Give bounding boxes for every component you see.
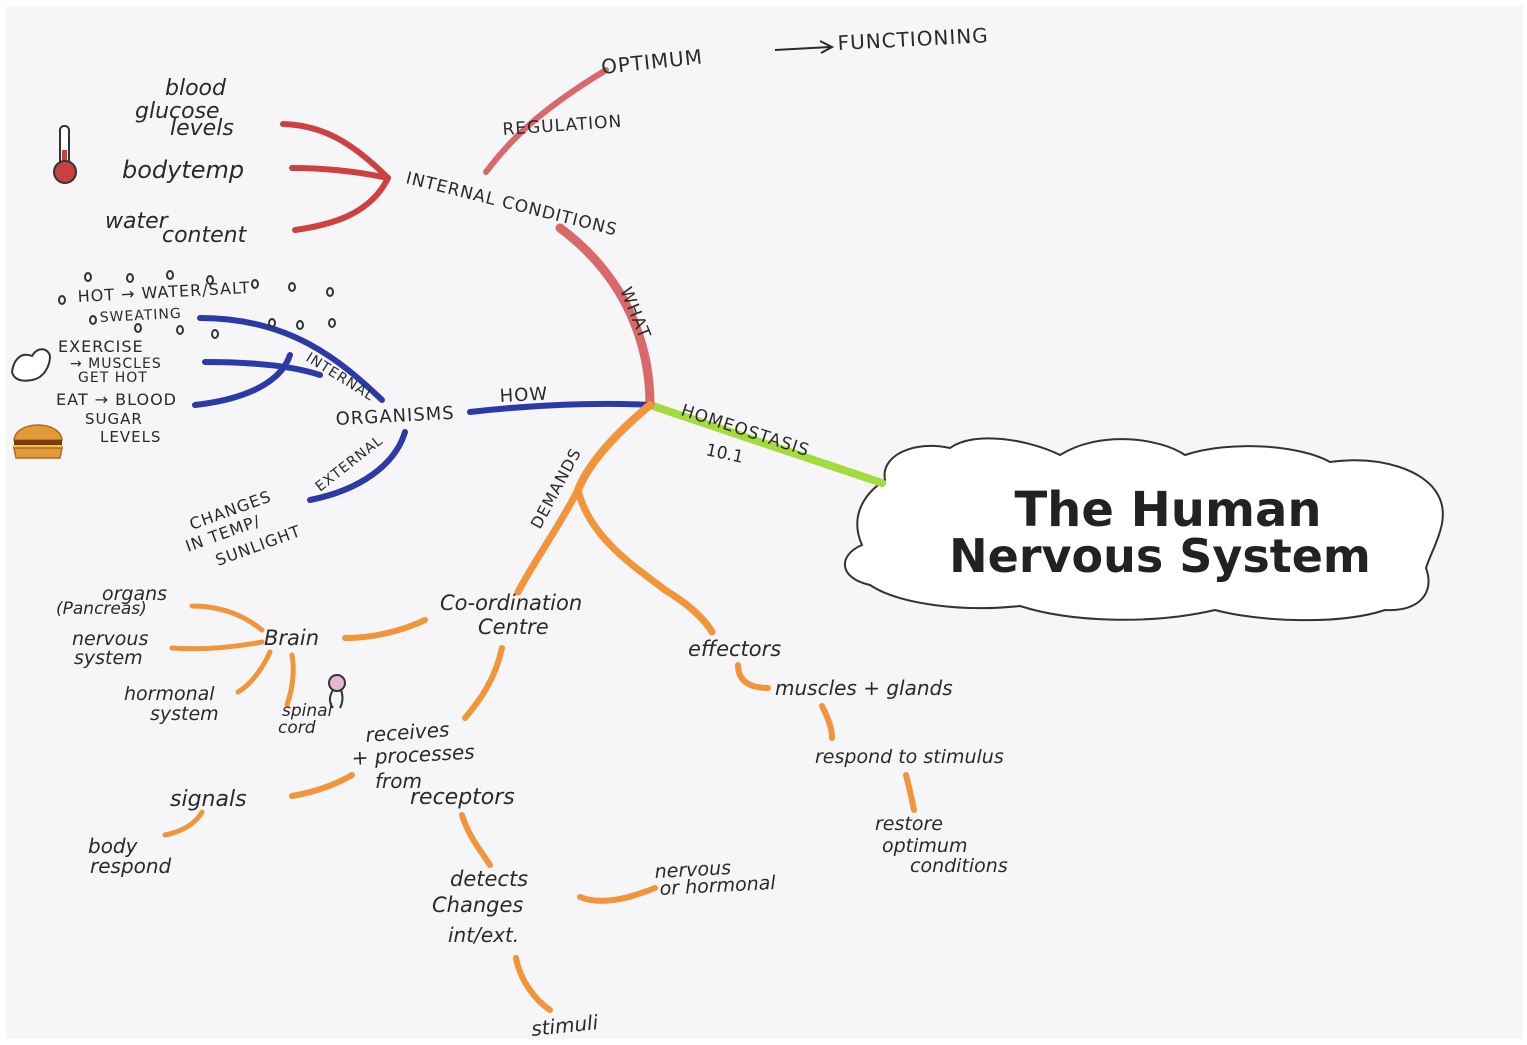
spinal-cord-icon bbox=[328, 674, 346, 709]
label-coordination: Co-ordination bbox=[440, 591, 582, 615]
label-int-ext: int/ext. bbox=[448, 923, 519, 947]
label-organisms: ORGANISMS bbox=[335, 403, 455, 430]
label-nervous: nervous bbox=[72, 628, 148, 650]
label-sugar-levels: LEVELS bbox=[100, 428, 161, 446]
label-conditions: conditions bbox=[910, 855, 1008, 877]
label-how: HOW bbox=[499, 383, 549, 407]
label-spinal: spinal bbox=[282, 701, 333, 721]
label-eat-blood: EAT → BLOOD bbox=[56, 390, 177, 409]
label-centre: Centre bbox=[478, 615, 549, 639]
label-water: water bbox=[105, 209, 170, 234]
label-respond: respond bbox=[90, 854, 172, 878]
label-from: from bbox=[375, 769, 422, 793]
label-functioning: FUNCTIONING bbox=[837, 23, 989, 55]
branch-detects-nervous bbox=[577, 885, 658, 904]
branch-blood-glucose bbox=[280, 121, 391, 181]
flexed-arm-icon bbox=[10, 348, 52, 382]
label-processes: + processes bbox=[351, 740, 475, 770]
label-respond-stimulus: respond to stimulus bbox=[815, 746, 1004, 768]
branch-internal-exercise bbox=[202, 359, 323, 378]
thermometer-icon bbox=[53, 125, 77, 184]
label-nervous-system: system bbox=[74, 647, 143, 669]
label-sweating: SWEATING bbox=[99, 306, 182, 326]
label-nervous-or: nervous bbox=[654, 857, 732, 883]
label-internal: INTERNAL bbox=[303, 350, 377, 405]
label-content: content bbox=[162, 223, 248, 248]
branch-receives-signals bbox=[289, 772, 355, 799]
branch-detects-stimuli bbox=[513, 955, 553, 1013]
branch-muscles-respond bbox=[819, 703, 835, 741]
label-pancreas: (Pancreas) bbox=[56, 599, 147, 619]
branch-brain-organs bbox=[189, 603, 265, 633]
label-homeostasis: HOMEOSTASIS bbox=[678, 401, 812, 461]
label-levels: levels bbox=[170, 116, 234, 141]
branch-homeostasis bbox=[646, 401, 886, 487]
branch-what bbox=[555, 223, 655, 410]
label-stimuli: stimuli bbox=[530, 1010, 600, 1041]
label-muscles: → MUSCLES bbox=[70, 356, 162, 372]
label-what: WHAT bbox=[615, 284, 654, 342]
title-cloud bbox=[844, 437, 1444, 622]
branch-receptors-detects bbox=[459, 812, 493, 868]
branch-signals-body bbox=[162, 809, 205, 838]
label-optimum-cond: optimum bbox=[882, 835, 967, 857]
label-effectors: effectors bbox=[688, 637, 781, 661]
label-sugar: SUGAR bbox=[85, 410, 143, 428]
label-restore: restore bbox=[875, 813, 943, 835]
branch-effectors-muscles bbox=[735, 662, 771, 691]
label-detects: detects bbox=[450, 867, 528, 891]
label-body: body bbox=[88, 834, 139, 858]
branch-brain-hormonal bbox=[235, 649, 273, 695]
label-hot-water-salt: HOT → WATER/SALT bbox=[77, 278, 251, 306]
sweat-drops bbox=[58, 270, 336, 339]
label-brain: Brain bbox=[264, 626, 319, 650]
label-hormonal: hormonal bbox=[124, 683, 215, 705]
label-body-temp: bodytemp bbox=[122, 156, 244, 184]
branch-brain-spinal bbox=[284, 652, 296, 708]
label-receptors: receptors bbox=[410, 785, 515, 810]
label-optimum: OPTIMUM bbox=[600, 44, 704, 79]
branch-regulation bbox=[483, 67, 609, 175]
label-organs: organs bbox=[102, 583, 167, 605]
label-glucose: glucose bbox=[135, 99, 220, 124]
title-line-2: Nervous System bbox=[949, 529, 1371, 583]
label-internal-conditions: INTERNAL CONDITIONS bbox=[404, 168, 620, 240]
branch-coordination-brain bbox=[342, 617, 428, 641]
branch-external bbox=[307, 429, 408, 503]
branch-to-coordination bbox=[514, 486, 582, 596]
label-or-hormonal: or hormonal bbox=[659, 872, 777, 900]
branch-water-content bbox=[292, 175, 391, 233]
branch-how bbox=[467, 400, 653, 415]
label-exercise: EXERCISE bbox=[58, 337, 144, 356]
branch-internal-hot bbox=[197, 315, 385, 403]
branch-demands bbox=[574, 401, 654, 494]
branch-brain-nervous bbox=[169, 639, 265, 652]
label-homeostasis-ref: 10.1 bbox=[704, 440, 745, 467]
branch-coordination-receives bbox=[462, 645, 505, 721]
arrow-optimum bbox=[774, 40, 835, 54]
branch-to-effectors bbox=[574, 486, 716, 636]
label-get-hot: GET HOT bbox=[78, 370, 148, 386]
title-line-1: The Human bbox=[1014, 482, 1321, 538]
label-signals: signals bbox=[170, 787, 247, 812]
label-blood: blood bbox=[165, 76, 227, 101]
branch-internal-eat bbox=[192, 352, 293, 408]
label-regulation: REGULATION bbox=[502, 112, 623, 140]
burger-icon bbox=[13, 424, 63, 459]
label-internal-conditions-text: INTERNAL CONDITIONS bbox=[404, 168, 620, 240]
label-muscles-glands: muscles + glands bbox=[775, 676, 953, 700]
branch-respond-restore bbox=[903, 772, 917, 813]
label-changes-int: Changes bbox=[432, 893, 523, 917]
label-receives: receives bbox=[365, 717, 450, 747]
label-hormonal-system: system bbox=[150, 703, 219, 725]
branch-body-temp bbox=[289, 165, 391, 181]
label-cord: cord bbox=[278, 718, 316, 738]
